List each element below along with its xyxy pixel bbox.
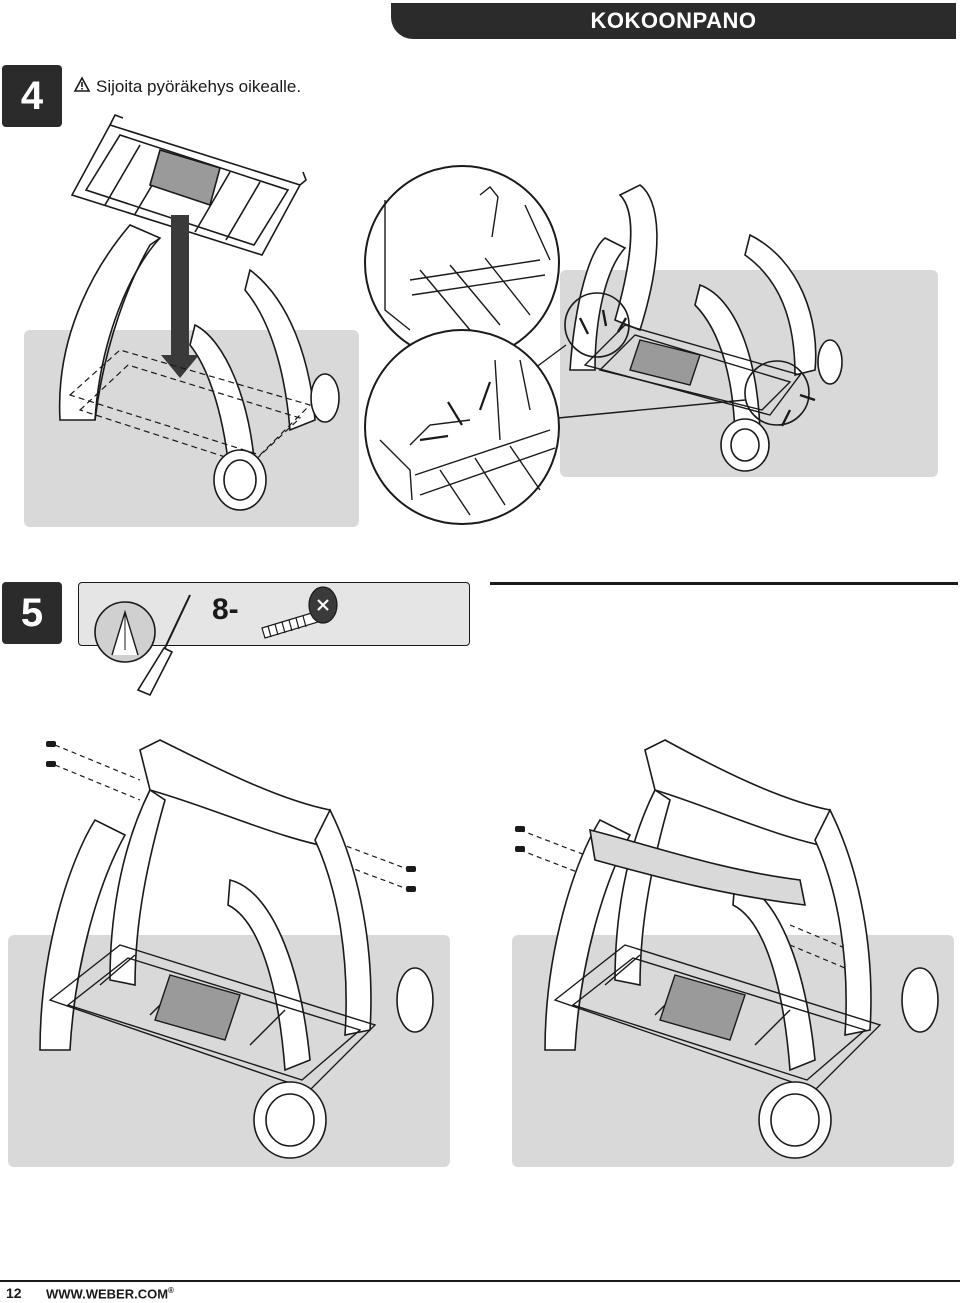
step-5-right-illustration bbox=[515, 739, 939, 1159]
registered-mark: ® bbox=[168, 1286, 174, 1295]
step-4-instruction-text: Sijoita pyöräkehys oikealle. bbox=[96, 77, 302, 96]
step-5-left-illustration bbox=[39, 739, 434, 1159]
step-5-rule bbox=[490, 582, 958, 585]
step-5-tools-illustration bbox=[94, 586, 338, 697]
footer-rule bbox=[0, 1280, 960, 1282]
website-link[interactable]: WWW.WEBER.COM® bbox=[46, 1286, 174, 1301]
step-4-right-illustration bbox=[364, 165, 843, 525]
step-5-right-panel bbox=[512, 935, 954, 1167]
step-4-left-illustration bbox=[58, 113, 340, 511]
step-4-instruction-row: Sijoita pyöräkehys oikealle. bbox=[73, 76, 302, 97]
step-5-left-panel bbox=[8, 935, 450, 1167]
page-title: KOKOONPANO bbox=[391, 3, 956, 39]
phillips-screwdriver-icon bbox=[94, 594, 191, 697]
website-text: WWW.WEBER.COM bbox=[46, 1286, 169, 1302]
warning-triangle-icon bbox=[73, 76, 91, 97]
step-5-quantity: 8- bbox=[212, 593, 239, 626]
page-number: 12 bbox=[6, 1285, 22, 1301]
step-4-badge: 4 bbox=[2, 65, 62, 127]
step-5-badge: 5 bbox=[2, 582, 62, 644]
screw-icon bbox=[261, 586, 338, 639]
